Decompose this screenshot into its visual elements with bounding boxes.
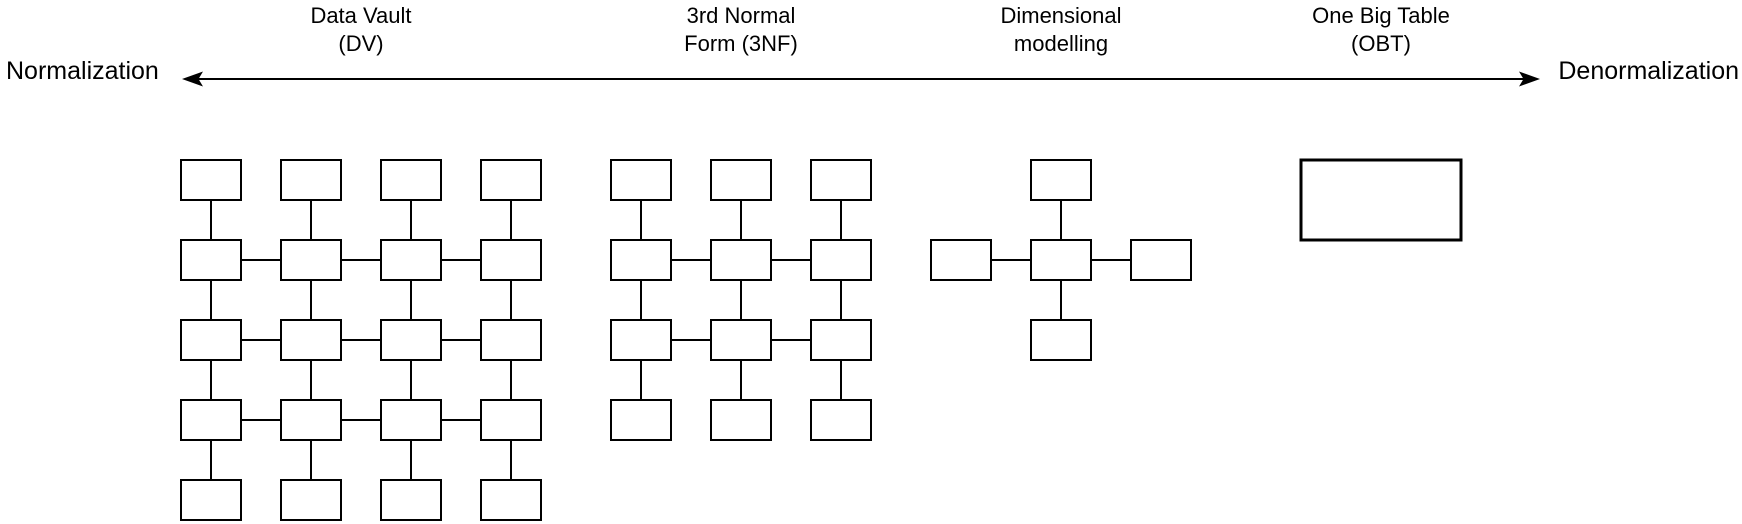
table-box xyxy=(610,399,672,441)
table-box xyxy=(1130,239,1192,281)
table-box xyxy=(710,319,772,361)
table-box xyxy=(180,399,242,441)
table-box xyxy=(810,239,872,281)
table-box xyxy=(610,319,672,361)
table-box xyxy=(480,319,542,361)
table-box xyxy=(280,319,342,361)
data-vault-schema-diagram xyxy=(180,159,542,521)
title-line-2: modelling xyxy=(1013,31,1109,56)
title-line-1: Data Vault xyxy=(310,3,412,28)
table-box xyxy=(930,239,992,281)
arrowhead-right-icon xyxy=(1519,71,1540,87)
table-box xyxy=(280,399,342,441)
table-box xyxy=(810,159,872,201)
table-box xyxy=(380,399,442,441)
table-box xyxy=(610,159,672,201)
table-box xyxy=(380,159,442,201)
arrowhead-left-icon xyxy=(182,71,203,87)
table-box xyxy=(180,319,242,361)
table-box xyxy=(710,239,772,281)
table-box xyxy=(480,159,542,201)
table-box xyxy=(1030,159,1092,201)
title-line-2: (OBT) xyxy=(1351,31,1411,56)
spectrum-arrow xyxy=(182,71,1540,87)
table-box xyxy=(1299,158,1463,242)
table-box xyxy=(480,479,542,521)
title-line-2: Form (3NF) xyxy=(684,31,798,56)
normalization-label: Normalization xyxy=(6,57,159,85)
data-vault-title: Data Vault (DV) xyxy=(211,2,511,58)
title-line-2: (DV) xyxy=(338,31,384,56)
3nf-title: 3rd Normal Form (3NF) xyxy=(591,2,891,58)
table-box xyxy=(480,399,542,441)
table-box xyxy=(1030,239,1092,281)
table-box xyxy=(1030,319,1092,361)
table-box xyxy=(380,479,442,521)
table-box xyxy=(810,399,872,441)
one-big-table-title: One Big Table (OBT) xyxy=(1231,2,1531,58)
table-box xyxy=(280,239,342,281)
dimensional-star-schema-diagram xyxy=(930,159,1192,361)
3nf-schema-diagram xyxy=(610,159,872,441)
title-line-1: 3rd Normal xyxy=(686,3,796,28)
table-box xyxy=(280,159,342,201)
dimensional-modelling-title: Dimensional modelling xyxy=(911,2,1211,58)
table-box xyxy=(180,479,242,521)
table-box xyxy=(380,319,442,361)
table-box xyxy=(810,319,872,361)
one-big-table-diagram xyxy=(1299,158,1463,242)
table-box xyxy=(280,479,342,521)
table-box xyxy=(380,239,442,281)
table-box xyxy=(180,239,242,281)
table-box xyxy=(710,399,772,441)
table-box xyxy=(610,239,672,281)
title-line-1: Dimensional xyxy=(1000,3,1122,28)
table-box xyxy=(180,159,242,201)
table-box xyxy=(480,239,542,281)
title-line-1: One Big Table xyxy=(1312,3,1450,28)
denormalization-label: Denormalization xyxy=(1558,57,1739,85)
table-box xyxy=(710,159,772,201)
